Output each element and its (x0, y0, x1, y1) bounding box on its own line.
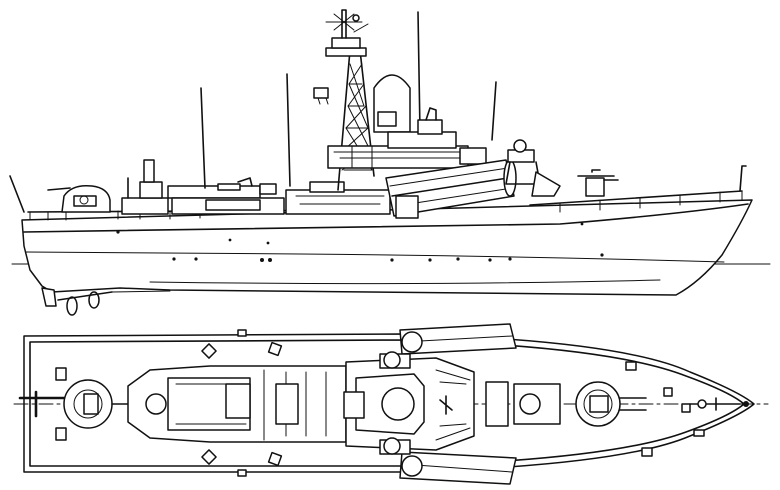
plan-missile-launchers (379, 323, 517, 485)
forward-gun-mount (577, 169, 619, 197)
chine-line (149, 279, 661, 285)
plan-view (13, 323, 769, 485)
plan-bow-fittings (689, 397, 749, 411)
plan-stern-fittings (18, 367, 133, 441)
deck-hatches (201, 329, 705, 477)
plan-bridge (343, 357, 475, 451)
plan-aft-superstructure (127, 365, 347, 443)
radome (373, 74, 411, 133)
stern-staff (9, 175, 25, 213)
aft-gun-mount (47, 184, 111, 213)
aft-superstructure (121, 159, 285, 215)
bridge-superstructure (327, 107, 487, 169)
whip-antennas (200, 11, 497, 189)
sheer-line (23, 203, 749, 233)
boot-topping-line (25, 251, 725, 263)
portholes (116, 222, 604, 262)
lattice-mast (313, 9, 375, 191)
fire-control-director (505, 139, 561, 197)
side-elevation-view (9, 9, 771, 316)
plan-forward-equipment (485, 381, 647, 427)
mid-deckhouse (259, 181, 391, 215)
propellers (41, 287, 171, 316)
